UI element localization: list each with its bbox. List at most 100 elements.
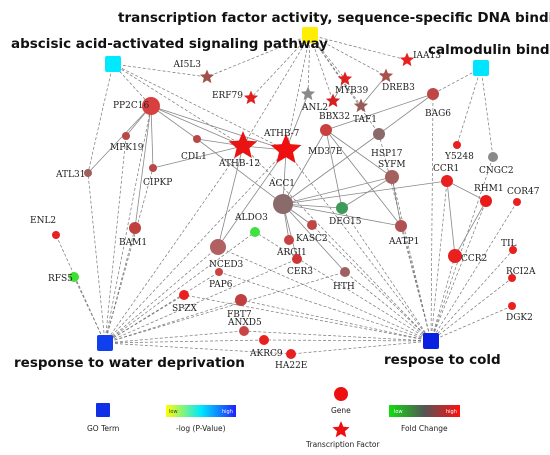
node-label-cdl1: CDL1 <box>181 152 207 162</box>
node-label-spzx: SPZX <box>172 304 197 314</box>
node-bag6 <box>427 88 439 100</box>
edge-tf-TAF1 <box>309 34 362 107</box>
node-y5248 <box>453 141 461 149</box>
edge-cold-RHM1 <box>430 200 487 342</box>
edge-cold-ANXD5 <box>243 330 432 342</box>
node-label-cor47: COR47 <box>507 187 540 197</box>
node-ccr2 <box>448 249 462 263</box>
node-anxd5 <box>239 326 249 336</box>
node-label-taf1: TAF1 <box>353 115 377 125</box>
node-syfm <box>385 170 399 184</box>
edge-cold-ALDO3 <box>254 231 432 342</box>
edge-cold-SYFM <box>391 176 432 342</box>
node-anl2 <box>300 86 316 101</box>
edge-aba-ATHB-7 <box>112 63 287 151</box>
edge-PP2C16-BAM1 <box>134 105 152 229</box>
node-label-rhm1: RHM1 <box>474 184 504 194</box>
node-md37e <box>320 124 332 136</box>
node-bbx32 <box>325 93 341 108</box>
node-label-ccr2: CCR2 <box>461 254 487 264</box>
node-hth <box>340 267 350 277</box>
node-til <box>509 246 517 254</box>
legend-go-term-label: GO Term <box>87 424 119 433</box>
node-label-cipkp: CIPKP <box>143 178 172 188</box>
node-label-anxd5: ANXD5 <box>227 318 262 328</box>
node-aatp1 <box>395 220 407 232</box>
edge-tf-IAA13 <box>309 34 408 61</box>
go-node-cold <box>423 333 439 349</box>
node-pap6 <box>215 268 223 276</box>
node-label-mpk19: MPK19 <box>110 143 144 153</box>
edge-tf-BBX32 <box>309 34 334 102</box>
edge-calm-CNGC2 <box>480 67 494 158</box>
edge-SYFM-AATP1 <box>391 176 402 227</box>
edge-aba-ATL31 <box>87 63 114 174</box>
edge-cold-PAP6 <box>218 271 432 342</box>
node-label-enl2: ENL2 <box>30 216 56 226</box>
go-label-cold: respose to cold <box>384 352 501 368</box>
legend-tf-star <box>332 421 350 438</box>
edge-water-CIPKP <box>104 167 154 344</box>
node-label-til: TIL <box>501 239 517 249</box>
node-label-deg15: DEG15 <box>329 217 362 227</box>
legend-pvalue-gradient <box>166 405 236 417</box>
node-label-fbt7: FBT7 <box>227 310 252 320</box>
node-label-argi1: ARGI1 <box>276 248 307 258</box>
edge-cold-TIL <box>430 249 514 342</box>
go-node-tf <box>302 27 318 43</box>
go-label-calmodulin: calmodulin binding <box>428 42 550 58</box>
node-rci2a <box>508 274 516 282</box>
node-label-y5248: Y5248 <box>444 152 474 162</box>
edge-water-ALDO3 <box>104 231 256 344</box>
edge-ATHB-12-NCED3 <box>217 145 244 248</box>
node-myb39 <box>337 71 353 86</box>
node-label-ccr1: CCR1 <box>433 164 459 174</box>
node-label-rci2a: RCI2A <box>506 267 536 277</box>
edge-cold-KASC2 <box>311 224 432 342</box>
edge-cold-AKRC9 <box>263 339 432 342</box>
edge-water-NCED3 <box>104 246 219 344</box>
edge-water-CER3 <box>104 258 298 344</box>
edge-MD37E-AATP1 <box>325 129 402 227</box>
node-spzx <box>179 290 189 300</box>
edge-water-SPZX <box>104 294 185 344</box>
go-label-tf: transcription factor activity, sequence-… <box>118 10 550 26</box>
legend-fc-label: Fold Change <box>401 424 448 433</box>
edge-tf-ATHB-12 <box>242 34 311 147</box>
edge-aba-ATHB-12 <box>112 63 244 147</box>
node-label-ha22e: HA22E <box>275 361 307 371</box>
node-cor47 <box>513 198 521 206</box>
edge-cold-NCED3 <box>217 246 432 342</box>
edge-RHM1-CCR2 <box>454 200 487 257</box>
node-cipkp <box>149 164 157 172</box>
node-label-akrc9: AKRC9 <box>249 349 283 359</box>
edge-tf-ATHB-7 <box>285 34 311 151</box>
node-nced3 <box>210 239 226 255</box>
legend: GO Term low high -log (P-Value) Gene Tra… <box>87 387 460 449</box>
legend-tf-label: Transcription Factor <box>305 440 380 449</box>
edge-calm-BAG6 <box>432 67 482 95</box>
legend-gene-label: Gene <box>331 406 351 415</box>
edge-calm-Y5248 <box>456 67 482 146</box>
node-label-rfs5: RFS5 <box>48 274 73 284</box>
edge-ACC1-CCR1 <box>282 180 448 205</box>
go-term-edges <box>55 34 518 355</box>
edge-PP2C16-CIPKP <box>150 105 154 169</box>
node-label-hsp17: HSP17 <box>371 149 403 159</box>
edge-water-AKRC9 <box>104 339 265 344</box>
go-node-water <box>97 335 113 351</box>
node-iaa13 <box>399 52 415 67</box>
edge-cold-CNGC2 <box>430 156 494 342</box>
node-label-kasc2: KASC2 <box>296 234 328 244</box>
edge-cold-DEG15 <box>341 207 432 342</box>
edge-cold-COR47 <box>430 201 518 342</box>
legend-pvalue-low: low <box>169 409 178 415</box>
edge-water-RFS5 <box>73 276 106 344</box>
edge-ACC1-CDL1 <box>196 138 284 205</box>
edge-ATHB-7-NCED3 <box>217 149 287 248</box>
go-label-water: response to water deprivation <box>14 355 245 371</box>
node-label-md37e: MD37E <box>308 147 342 157</box>
legend-pvalue-label: -log (P-Value) <box>176 424 226 433</box>
legend-go-term-square <box>96 403 110 417</box>
node-pp2c16 <box>142 97 160 115</box>
